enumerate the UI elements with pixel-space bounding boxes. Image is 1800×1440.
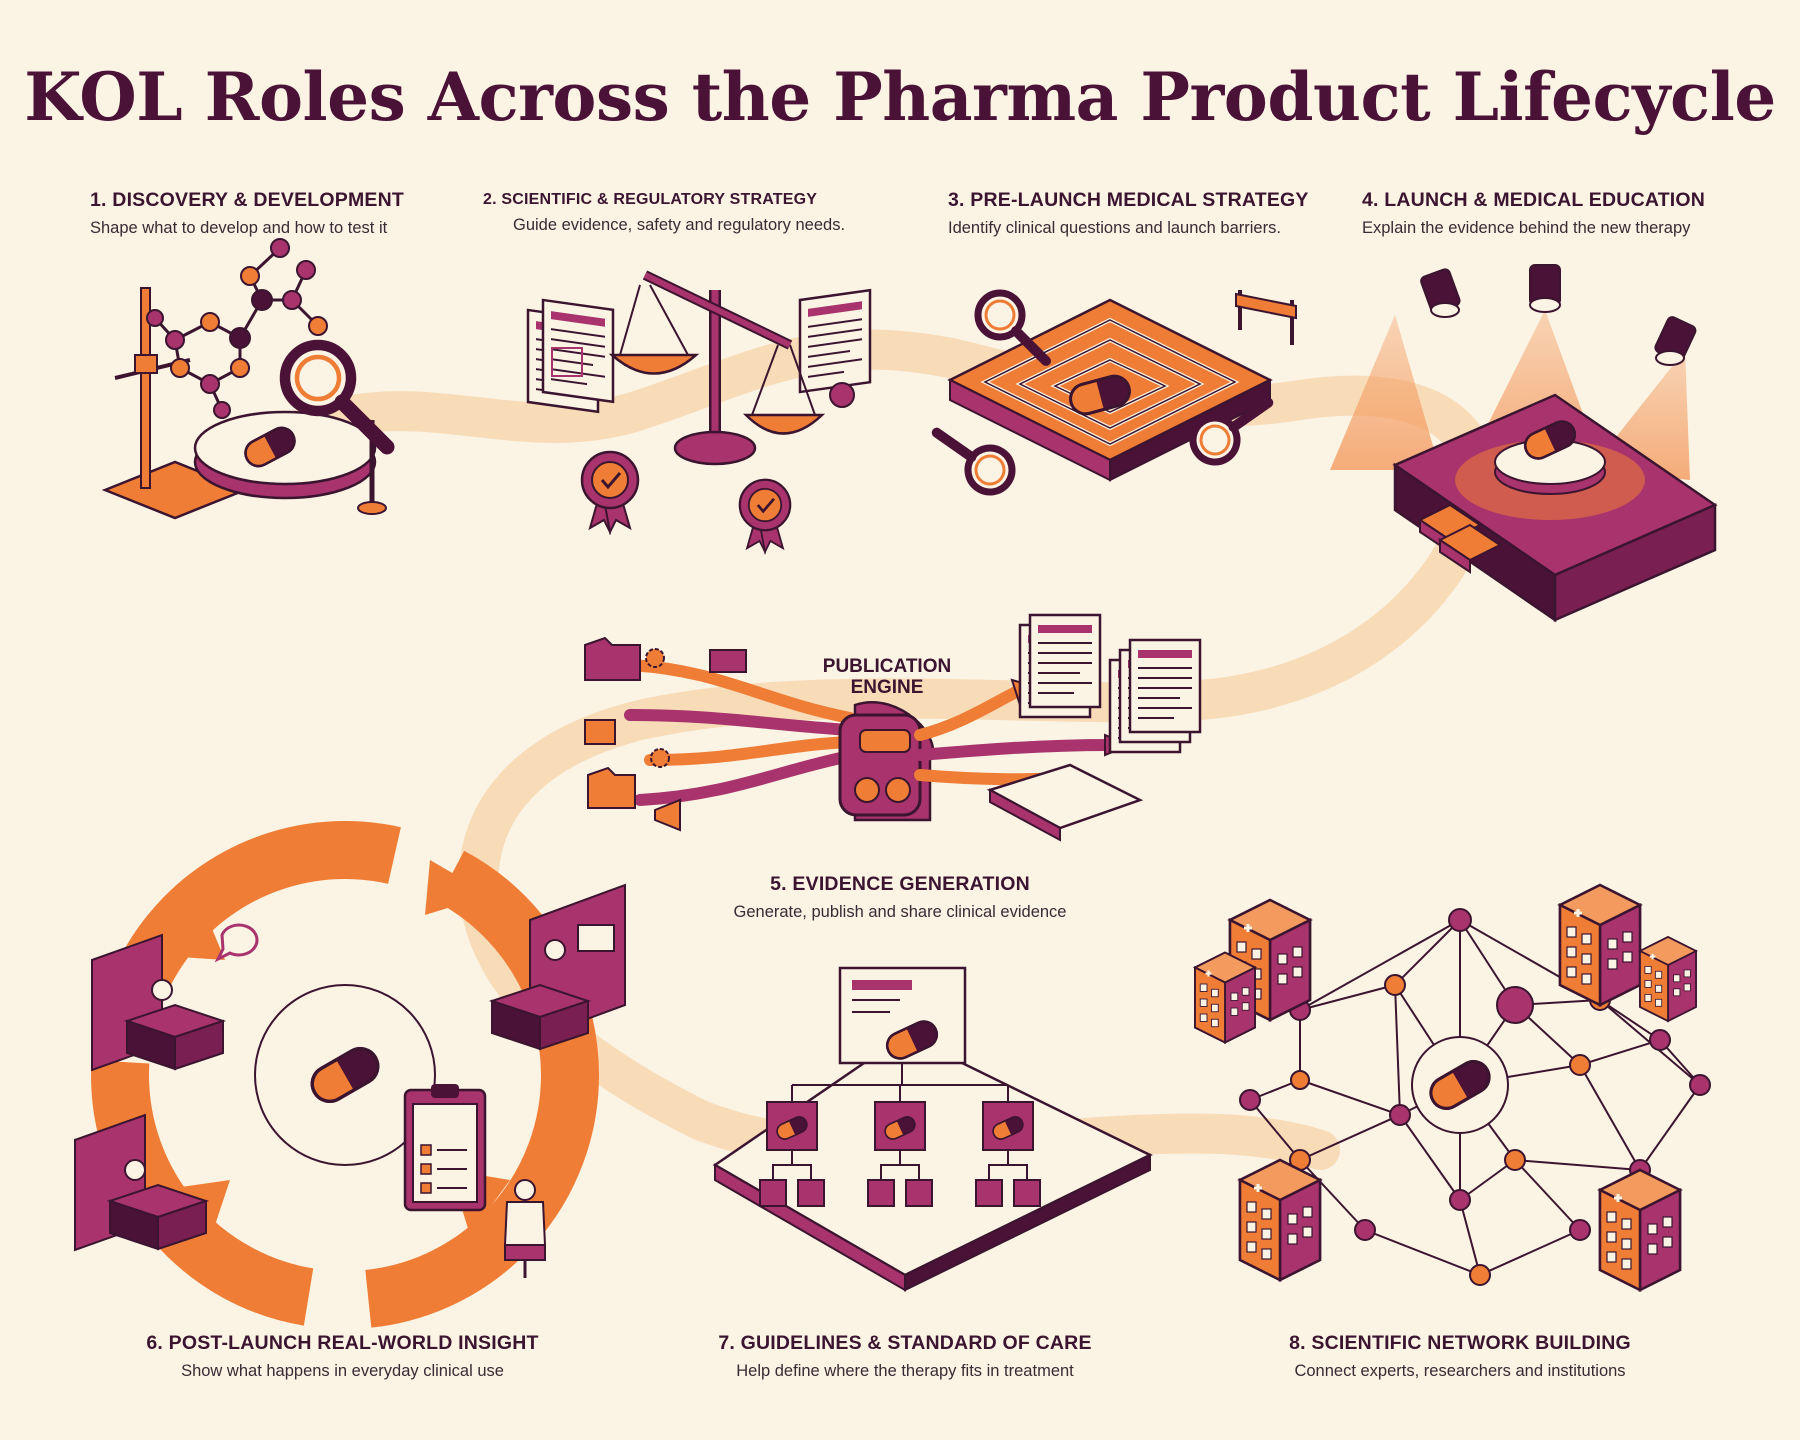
stage-description: Identify clinical questions and launch b… bbox=[948, 219, 1281, 237]
stage-title: 2. SCIENTIFIC & REGULATORY STRATEGY bbox=[483, 191, 818, 208]
stage-description: Show what happens in everyday clinical u… bbox=[181, 1362, 504, 1380]
hospital-icon bbox=[1558, 883, 1642, 1007]
publication-engine-line1: PUBLICATION bbox=[823, 656, 951, 677]
stage-5-text: 5. EVIDENCE GENERATION Generate, publish… bbox=[650, 873, 1150, 922]
folder-icon bbox=[587, 766, 636, 809]
stage-title: 4. LAUNCH & MEDICAL EDUCATION bbox=[1362, 189, 1706, 211]
page-title: KOL Roles Across the Pharma Product Life… bbox=[24, 58, 1776, 136]
clinic-desk-icon bbox=[91, 933, 225, 1072]
stage-description: Help define where the therapy fits in tr… bbox=[736, 1362, 1074, 1380]
chat-bubble-icon bbox=[214, 923, 259, 963]
spotlight-icon bbox=[1654, 316, 1697, 366]
clinic-desk-icon bbox=[74, 1113, 208, 1252]
gear-icon bbox=[645, 648, 665, 668]
hospital-icon bbox=[1638, 935, 1698, 1023]
guideline-hierarchy-icon bbox=[712, 966, 1153, 1292]
gear-icon bbox=[650, 748, 670, 768]
clipboard-icon bbox=[403, 1084, 487, 1212]
hospital-icon bbox=[1598, 1168, 1682, 1292]
stage-8-text: 8. SCIENTIFIC NETWORK BUILDING Connect e… bbox=[1210, 1332, 1710, 1381]
stage-2-text: 2. SCIENTIFIC & REGULATORY STRATEGY Guid… bbox=[483, 191, 845, 235]
stage-6-text: 6. POST-LAUNCH REAL-WORLD INSIGHT Show w… bbox=[90, 1332, 595, 1381]
maze-icon bbox=[937, 290, 1297, 500]
stage-description: Shape what to develop and how to test it bbox=[90, 219, 388, 237]
stage-3-text: 3. PRE-LAUNCH MEDICAL STRATEGY Identify … bbox=[948, 189, 1309, 238]
stage-title: 5. EVIDENCE GENERATION bbox=[770, 873, 1030, 895]
lab-molecule-icon bbox=[101, 238, 387, 520]
publication-engine-line2: ENGINE bbox=[851, 677, 924, 698]
stage-title: 7. GUIDELINES & STANDARD OF CARE bbox=[718, 1332, 1092, 1354]
spotlight-icon bbox=[1420, 268, 1461, 318]
stage-title: 3. PRE-LAUNCH MEDICAL STRATEGY bbox=[948, 189, 1309, 211]
spotlight-icon bbox=[1529, 264, 1561, 313]
network-icon bbox=[1193, 883, 1711, 1292]
hospital-icon bbox=[1238, 1158, 1322, 1282]
clinician-icon bbox=[503, 1179, 547, 1278]
barrier-icon bbox=[1235, 290, 1297, 345]
clinic-desk-icon bbox=[490, 883, 626, 1051]
feedback-cycle-icon bbox=[74, 821, 626, 1329]
stage-title: 8. SCIENTIFIC NETWORK BUILDING bbox=[1289, 1332, 1631, 1354]
stage-7-text: 7. GUIDELINES & STANDARD OF CARE Help de… bbox=[655, 1332, 1155, 1381]
stage-1-text: 1. DISCOVERY & DEVELOPMENT Shape what to… bbox=[90, 189, 404, 238]
folder-icon bbox=[584, 636, 641, 681]
stage-title: 6. POST-LAUNCH REAL-WORLD INSIGHT bbox=[146, 1332, 539, 1354]
stage-description: Explain the evidence behind the new ther… bbox=[1362, 219, 1691, 237]
stage-description: Generate, publish and share clinical evi… bbox=[733, 903, 1067, 921]
stage-title: 1. DISCOVERY & DEVELOPMENT bbox=[90, 189, 405, 211]
stage-description: Connect experts, researchers and institu… bbox=[1294, 1362, 1626, 1380]
stage-4-text: 4. LAUNCH & MEDICAL EDUCATION Explain th… bbox=[1362, 189, 1705, 238]
stage-description: Guide evidence, safety and regulatory ne… bbox=[513, 216, 846, 234]
hospital-icon bbox=[1193, 951, 1257, 1044]
publication-engine-icon: PUBLICATION ENGINE bbox=[584, 613, 1202, 842]
scales-of-justice-icon bbox=[526, 270, 872, 554]
spotlight-stage-icon bbox=[1330, 264, 1718, 623]
